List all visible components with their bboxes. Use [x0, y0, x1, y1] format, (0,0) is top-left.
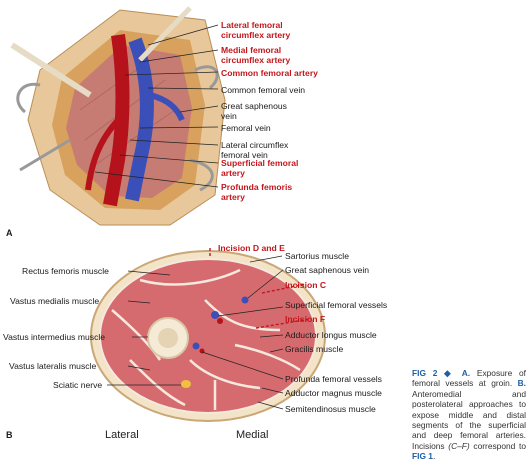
label-gracilis-muscle: Gracilis muscle — [285, 344, 344, 354]
caption-fig-number: FIG 2 — [412, 368, 438, 378]
label-common-femoral-vein: Common femoral vein — [221, 85, 306, 95]
thigh-cross-section-illustration — [90, 248, 326, 422]
label-vastus-lateralis-muscle: Vastus lateralis muscle — [9, 361, 97, 371]
caption-incision-range: (C–F) — [448, 440, 470, 451]
figure-illustrations — [10, 6, 326, 422]
label-lateral: Lateral — [105, 429, 139, 441]
label-medial: Medial — [236, 429, 269, 441]
label-sciatic-nerve: Sciatic nerve — [53, 380, 103, 390]
panel-b-letter: B — [6, 430, 13, 440]
panel-a-leader-lines — [94, 24, 219, 188]
label-femoral-vein: Femoral vein — [221, 123, 271, 133]
label-adductor-longus-muscle: Adductor longus muscle — [285, 330, 377, 340]
label-common-femoral-artery: Common femoral artery — [221, 68, 318, 78]
label-profunda-femoral-vessels: Profunda femoral vessels — [285, 374, 382, 384]
label-semitendinosus-muscle: Semitendinosus muscle — [285, 404, 376, 414]
label-incision-f: Incision F — [285, 314, 326, 324]
caption-a-text: Exposure of femoral vessels at groin. — [412, 368, 526, 389]
caption-a-marker: A. — [461, 368, 471, 378]
caption-tail: correspond to — [473, 440, 526, 451]
label-rectus-femoris-muscle: Rectus femoris muscle — [22, 266, 109, 276]
label-vastus-medialis-muscle: Vastus medialis muscle — [10, 296, 100, 306]
label-sartorius-muscle: Sartorius muscle — [285, 251, 349, 261]
panel-b-leader-lines — [107, 255, 284, 410]
label-incision-c: Incision C — [285, 280, 327, 290]
caption-fig1-ref: FIG 1 — [412, 451, 433, 462]
caption-b-marker: B. — [517, 378, 526, 389]
panel-a-letter: A — [6, 228, 13, 238]
label-great-saphenous-vein-b: Great saphenous vein — [285, 265, 370, 275]
label-vastus-intermedius-muscle: Vastus intermedius muscle — [3, 332, 106, 342]
caption-end: . — [432, 451, 436, 462]
label-superficial-femoral-vessels: Superficial femoral vessels — [285, 300, 388, 310]
groin-exposure-illustration — [10, 6, 226, 226]
caption-bullet: ◆ — [444, 368, 455, 378]
label-adductor-magnus-muscle: Adductor magnus muscle — [285, 388, 382, 398]
label-incision-d-and-e: Incision D and E — [218, 243, 285, 253]
figure-caption: FIG 2 ◆ A. Exposure of femoral vessels a… — [412, 368, 526, 462]
